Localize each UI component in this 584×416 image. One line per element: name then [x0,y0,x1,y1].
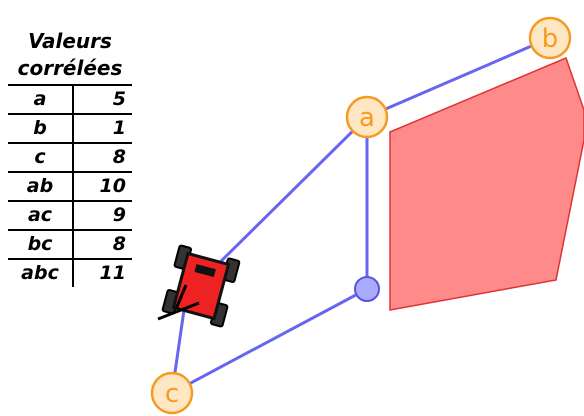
table-row: bc 8 [8,229,132,259]
node-a-label: a [359,103,375,133]
table-row: c 8 [8,142,132,172]
row-value: 10 [73,171,132,201]
node-c[interactable]: c [150,371,194,415]
correlated-values-panel: Valeurs corrélées a 5 b 1 c 8 ab 10 ac 9 [8,28,132,287]
table-row: b 1 [8,113,132,143]
edge-waypoint-c [171,287,368,395]
table-row: ab 10 [8,171,132,201]
panel-title-line-1: Valeurs [28,29,112,53]
row-key: ac [8,200,74,230]
row-key: c [8,142,74,172]
row-value: 5 [73,84,132,114]
table-row: a 5 [8,84,132,114]
node-c-label: c [165,379,179,409]
row-key: a [8,84,74,114]
row-value: 1 [73,113,132,143]
correlated-values-table: a 5 b 1 c 8 ab 10 ac 9 bc 8 [8,84,132,287]
row-value: 8 [73,142,132,172]
row-value: 9 [73,200,132,230]
robot-heading-indicator [157,301,200,321]
row-key: b [8,113,74,143]
table-row: abc 11 [8,258,132,287]
row-key: abc [8,258,74,287]
row-key: bc [8,229,74,259]
waypoint-node[interactable] [354,276,380,302]
edge-a-b [366,36,551,119]
robot-heading-indicator [174,284,188,310]
row-key: ab [8,171,74,201]
robot-car-icon[interactable] [161,244,241,328]
node-b-label: b [542,24,559,54]
obstacle-region [389,56,584,311]
edge-a-robot [204,115,369,278]
node-b[interactable]: b [528,16,572,60]
row-value: 11 [73,258,132,287]
node-a[interactable]: a [345,95,389,139]
table-row: ac 9 [8,200,132,230]
panel-title-line-2: corrélées [17,56,123,80]
row-value: 8 [73,229,132,259]
panel-title: Valeurs corrélées [8,28,132,82]
